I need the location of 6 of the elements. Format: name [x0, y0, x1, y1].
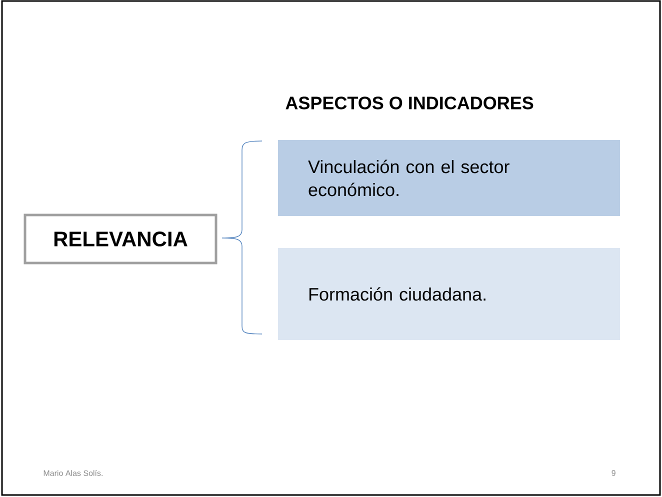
- page-number: 9: [612, 470, 616, 476]
- term-box: RELEVANCIA: [24, 214, 218, 264]
- heading: ASPECTOS O INDICADORES: [286, 96, 534, 110]
- indicator-box: Vinculación con el sector económico.: [278, 140, 620, 216]
- indicator-box: Formación ciudadana.: [278, 248, 620, 340]
- author-name: Mario Alas Solís.: [44, 470, 102, 476]
